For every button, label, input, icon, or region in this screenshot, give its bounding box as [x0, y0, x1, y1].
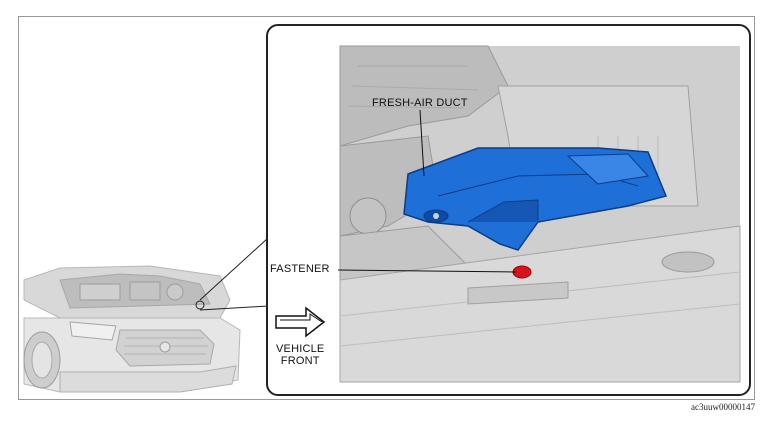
- car-front-illustration: [23, 265, 241, 393]
- detail-view: FRESH-AIR DUCT FASTENER VEHICLE FRONT: [266, 24, 751, 396]
- engine-bay-detail-illustration: [275, 45, 741, 383]
- radiator-support-panel: [339, 225, 741, 383]
- zoom-origin-marker: [195, 300, 205, 310]
- figure-code: ac3uuw00000147: [691, 402, 755, 412]
- zoom-leader-line-bottom: [199, 305, 269, 311]
- fastener-label: FASTENER: [270, 263, 330, 275]
- fresh-air-duct-label: FRESH-AIR DUCT: [372, 97, 468, 109]
- fresh-air-duct-part: [403, 147, 668, 251]
- vehicle-front-arrow-icon: [275, 306, 326, 338]
- zoom-leader-line-top: [199, 237, 269, 301]
- vehicle-front-label-line2: FRONT: [280, 355, 320, 367]
- vehicle-front-label: VEHICLE FRONT: [276, 343, 324, 367]
- vehicle-front-label-line1: VEHICLE: [276, 343, 325, 355]
- fresh-air-duct-leader: [419, 109, 425, 177]
- fastener-leader: [337, 269, 517, 273]
